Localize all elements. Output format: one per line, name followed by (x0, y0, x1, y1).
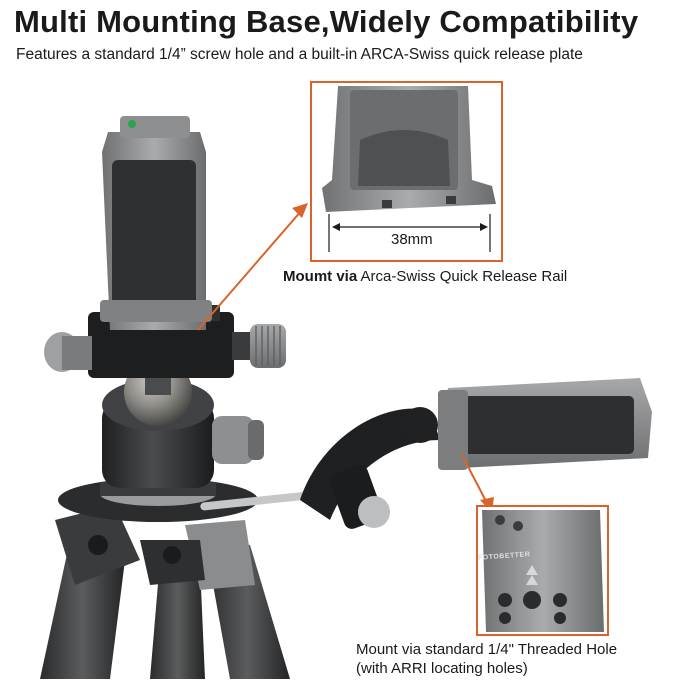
dimension-label: 38mm (388, 231, 436, 248)
double-ball-adapter (300, 406, 469, 529)
callout-hole-box (476, 505, 609, 636)
caption-arca-rail: Moumt via Arca-Swiss Quick Release Rail (283, 268, 567, 285)
caption-threaded-hole-line1: Mount via standard 1/4" Threaded Hole (356, 641, 618, 658)
subline: Features a standard 1/4” screw hole and … (16, 46, 583, 63)
tripod-legs (40, 505, 290, 679)
callout-rail-box (310, 81, 503, 262)
caption-threaded-hole-line2: (with ARRI locating holes) (356, 660, 528, 677)
caption-arca-rail-bold: Moumt via (283, 268, 358, 285)
caption-threaded-hole: Mount via standard 1/4" Threaded Hole (w… (356, 640, 617, 678)
caption-arca-rail-rest: Arca-Swiss Quick Release Rail (357, 268, 568, 285)
phone-holder-horizontal (438, 378, 652, 470)
extension-arm (200, 489, 330, 511)
phone-holder-tall (100, 116, 212, 330)
headline: Multi Mounting Base,Widely Compatibility (14, 4, 639, 39)
